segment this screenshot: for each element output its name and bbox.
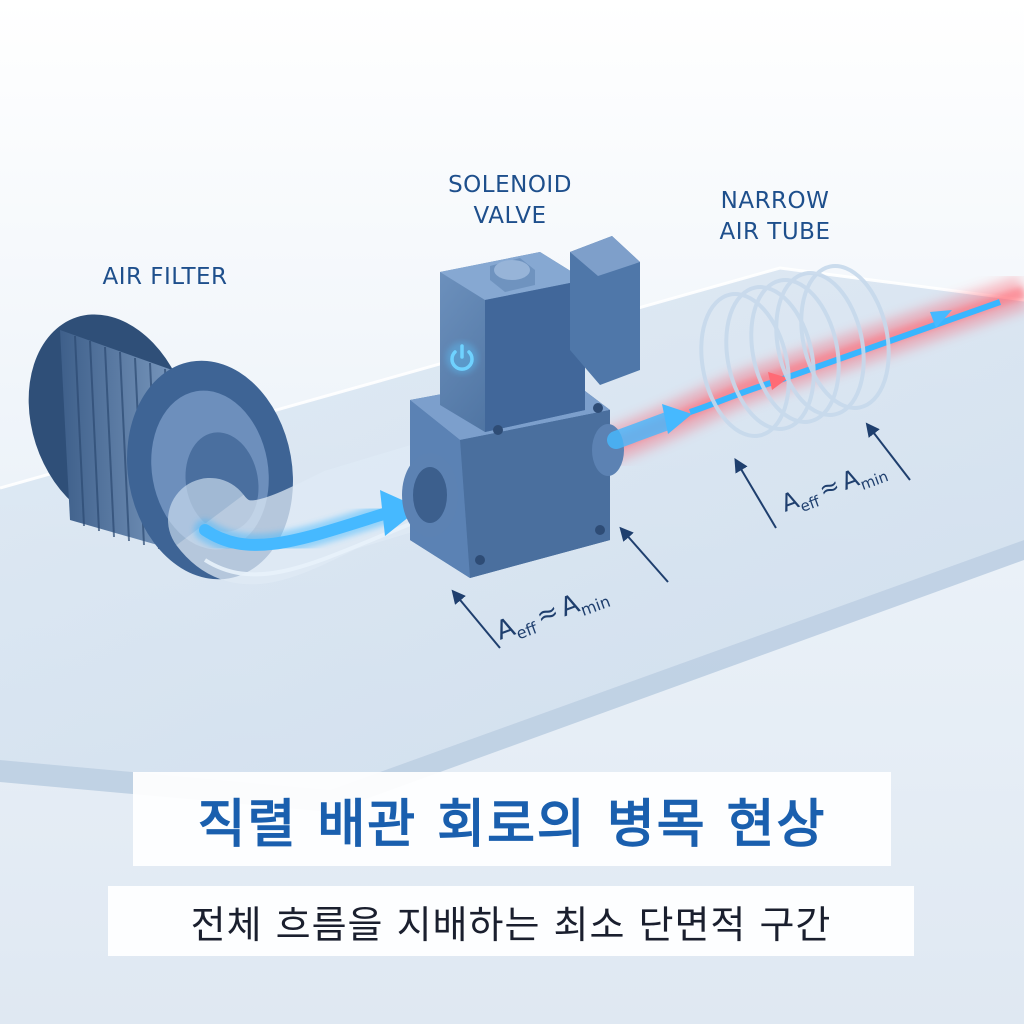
narrow-air-tube-label: NARROW AIR TUBE [719,188,831,245]
title-banner: 직렬 배관 회로의 병목 현상 [133,772,891,866]
air-filter-label: AIR FILTER [102,264,228,290]
valve-annotation-arrows [451,526,669,649]
solenoid-valve-label: SOLENOID VALVE [448,172,572,229]
narrow-flow-line [689,299,1002,415]
outlet-flow-arrow [607,404,692,449]
solenoid-valve [402,236,640,578]
subtitle-banner: 전체 흐름을 지배하는 최소 단면적 구간 [108,886,914,956]
diagram-subtitle: 전체 흐름을 지배하는 최소 단면적 구간 [190,902,832,947]
power-icon [446,342,478,374]
narrow-coiled-tube [699,264,891,438]
inlet-flow-arrow [194,490,420,556]
tube-formula-sub-left: eff [798,492,823,516]
diagram-title: 직렬 배관 회로의 병목 현상 [197,794,827,855]
tube-annotation-arrows [734,422,911,529]
